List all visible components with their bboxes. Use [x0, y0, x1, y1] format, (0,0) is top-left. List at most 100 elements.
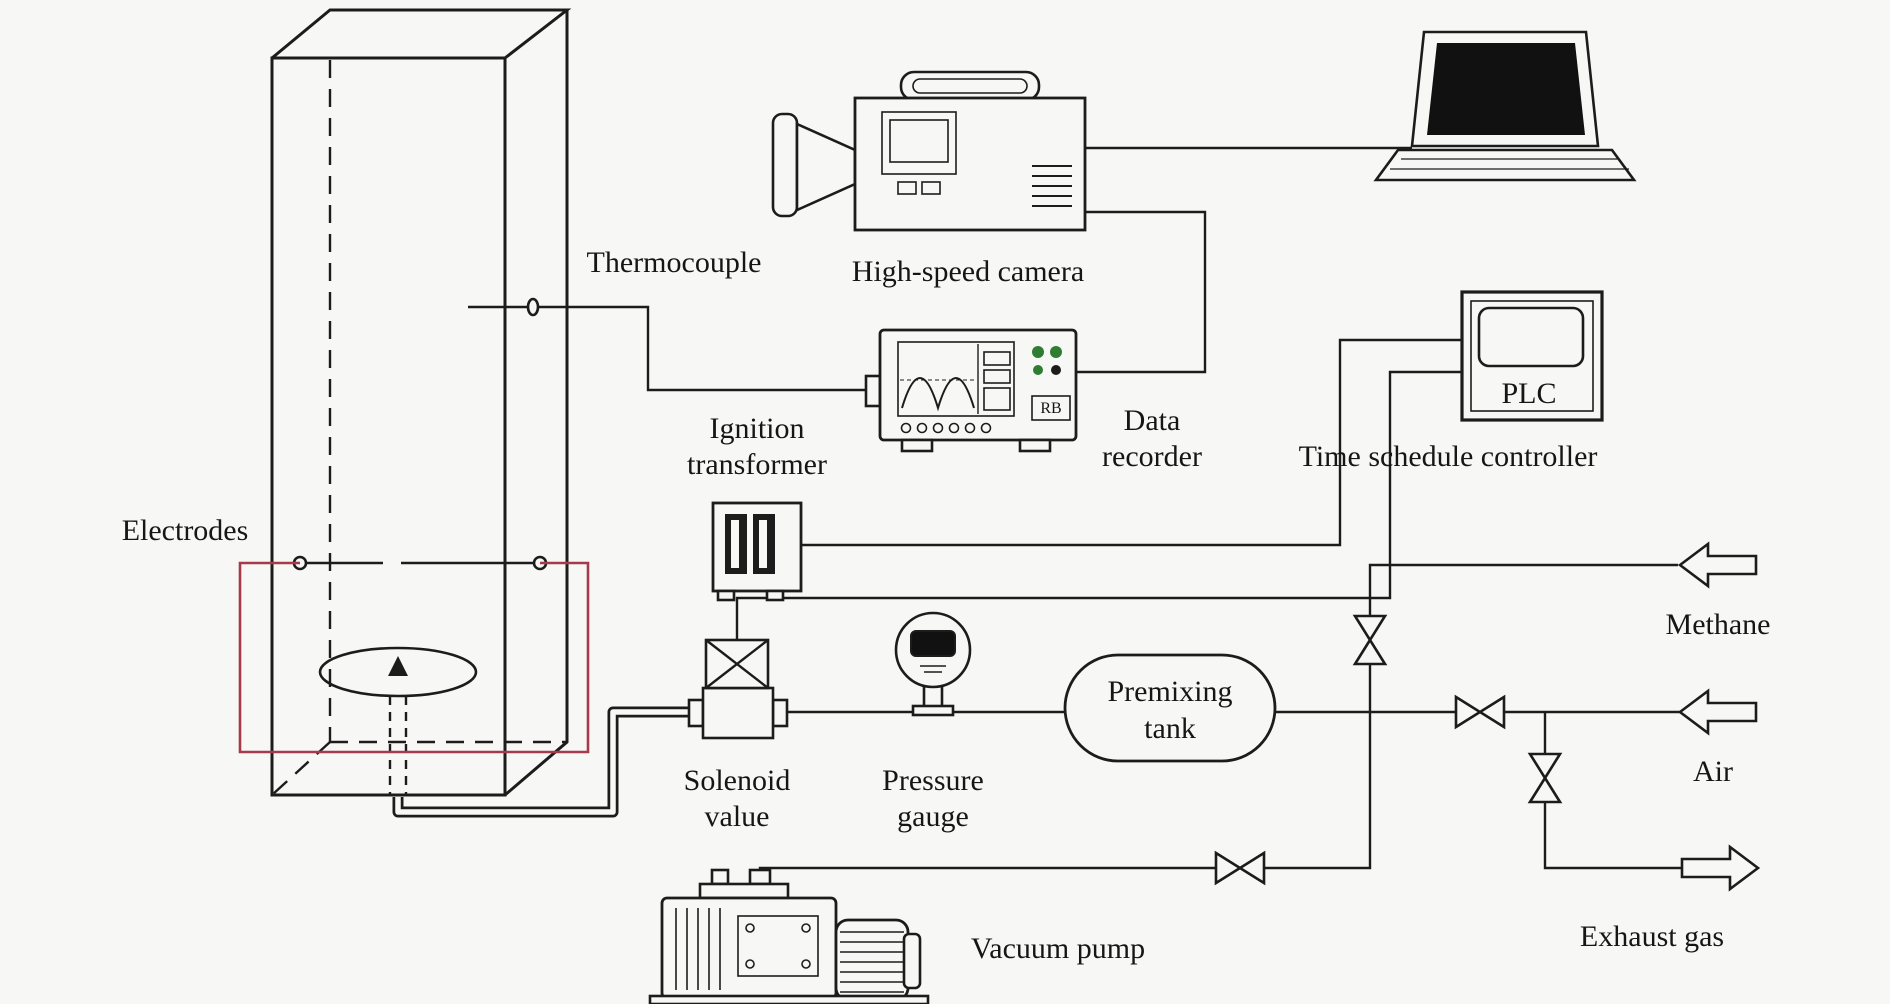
exhaust-pipe — [1543, 712, 1684, 870]
laptop — [1373, 30, 1637, 182]
plc-controller: PLC — [1460, 290, 1604, 422]
thermocouple-feedthrough — [526, 297, 540, 317]
recorder-button-2 — [916, 422, 928, 434]
recorder-button-1 — [900, 422, 912, 434]
recorder-button-6 — [980, 422, 992, 434]
camera-viewfinder-screen — [889, 119, 949, 163]
data-recorder-label-line2: recorder — [1102, 440, 1202, 473]
plc-screen-label: PLC — [1501, 377, 1556, 410]
electrodes-label: Electrodes — [122, 514, 249, 547]
methane-inlet-arrow-icon — [1677, 541, 1758, 589]
solenoid-flange-right — [771, 698, 789, 728]
laptop-screen — [1427, 43, 1585, 135]
recorder-menu-box-1 — [983, 351, 1011, 366]
recorder-menu-box-3 — [983, 387, 1011, 411]
transformer-to-plc-wire — [801, 338, 1462, 547]
solenoid-to-plc-wire — [735, 370, 1462, 642]
burner-plate — [318, 646, 478, 698]
transformer-slot-left — [731, 520, 739, 568]
pump-bolt-2 — [801, 923, 811, 933]
vacuum-pump — [648, 868, 930, 1004]
camera-to-recorder-wire — [1077, 210, 1207, 374]
premixing-tank-label-line2: tank — [1144, 712, 1196, 745]
transformer-foot-right — [765, 589, 785, 602]
vacuum-valve-icon — [1214, 850, 1266, 886]
combustion-chamber — [270, 8, 572, 797]
tank-shell — [1063, 653, 1277, 763]
recorder-led-1 — [1032, 346, 1044, 358]
ignition-transformer-label-line2: transformer — [687, 448, 827, 481]
pump-bolt-1 — [745, 923, 755, 933]
camera-lens-cone — [795, 121, 857, 213]
high-speed-camera — [771, 70, 1087, 232]
gauge-display — [910, 630, 956, 657]
solenoid-valve — [687, 638, 789, 740]
exhaust-outlet-arrow-icon — [1680, 844, 1761, 892]
electrode-wiring — [238, 561, 590, 754]
pump-fitting-2 — [748, 868, 772, 886]
camera-lens-ring — [771, 112, 799, 218]
recorder-button-3 — [932, 422, 944, 434]
methane-pipe — [1368, 563, 1678, 712]
recorder-waveform — [901, 377, 975, 412]
recorder-led-3 — [1033, 365, 1043, 375]
recorder-led-group — [1032, 346, 1062, 375]
plc-screen — [1477, 306, 1585, 368]
camera-switch-1 — [897, 181, 917, 195]
pump-motor-fins — [840, 931, 904, 993]
camera-switch-2 — [921, 181, 941, 195]
high-speed-camera-label: High-speed camera — [852, 255, 1084, 288]
transformer-slot-right — [759, 520, 767, 568]
premixing-tank-label-line1: Premixing — [1108, 675, 1233, 708]
data-recorder: RB — [864, 328, 1078, 453]
pipe-valves — [1214, 614, 1563, 886]
ignition-transformer — [711, 501, 803, 602]
air-valve-icon — [1454, 694, 1506, 730]
vacuum-pipe — [758, 712, 1372, 884]
solenoid-coil-cross — [705, 639, 769, 689]
recorder-button-5 — [964, 422, 976, 434]
solenoid-valve-label-line2: value — [705, 800, 770, 833]
solenoid-valve-label-line1: Solenoid — [684, 764, 791, 797]
recorder-foot-left — [900, 438, 934, 453]
recorder-badge-box — [1031, 395, 1071, 421]
pump-bolt-3 — [745, 959, 755, 969]
chamber-top-face — [271, 8, 572, 60]
time-schedule-controller-label: Time schedule controller — [1299, 440, 1598, 473]
gauge-base — [911, 704, 955, 717]
electrode-loop — [238, 561, 590, 754]
exhaust-gas-label: Exhaust gas — [1580, 920, 1724, 953]
recorder-badge: RB — [1040, 400, 1061, 417]
plc-case-inner — [1470, 300, 1594, 412]
pump-base — [648, 994, 930, 1004]
air-inlet-arrow-icon — [1677, 688, 1758, 736]
thermocouple-wire — [468, 305, 866, 392]
vacuum-pump-label: Vacuum pump — [971, 932, 1145, 965]
diagram-labels: Thermocouple High-speed camera Ignition … — [122, 246, 1771, 965]
piping — [392, 563, 1684, 884]
recorder-knob — [1051, 365, 1061, 375]
camera-handle-inner — [912, 78, 1028, 94]
recorder-led-2 — [1050, 346, 1062, 358]
pressure-gauge — [894, 611, 972, 717]
ignition-transformer-label-line1: Ignition — [710, 412, 805, 445]
air-label: Air — [1693, 755, 1733, 788]
gauge-markings — [920, 665, 946, 673]
camera-vents — [1032, 165, 1072, 207]
laptop-keyboard-lines — [1390, 158, 1629, 170]
exhaust-valve-icon — [1527, 752, 1563, 804]
chamber-hidden-edge-left — [271, 741, 331, 796]
pressure-gauge-label-line2: gauge — [897, 800, 969, 833]
data-recorder-label-line1: Data — [1124, 404, 1181, 437]
methane-label: Methane — [1666, 608, 1771, 641]
chamber-pipe-inner — [395, 709, 706, 815]
flow-arrows — [1677, 541, 1761, 892]
laptop-base — [1373, 148, 1637, 182]
signal-wires — [468, 146, 1462, 642]
solenoid-flange-left — [687, 698, 705, 728]
pump-body-fins — [675, 908, 721, 990]
transformer-foot-left — [716, 589, 736, 602]
pump-fitting-1 — [710, 868, 730, 886]
premixing-tank: Premixing tank — [1063, 653, 1277, 763]
